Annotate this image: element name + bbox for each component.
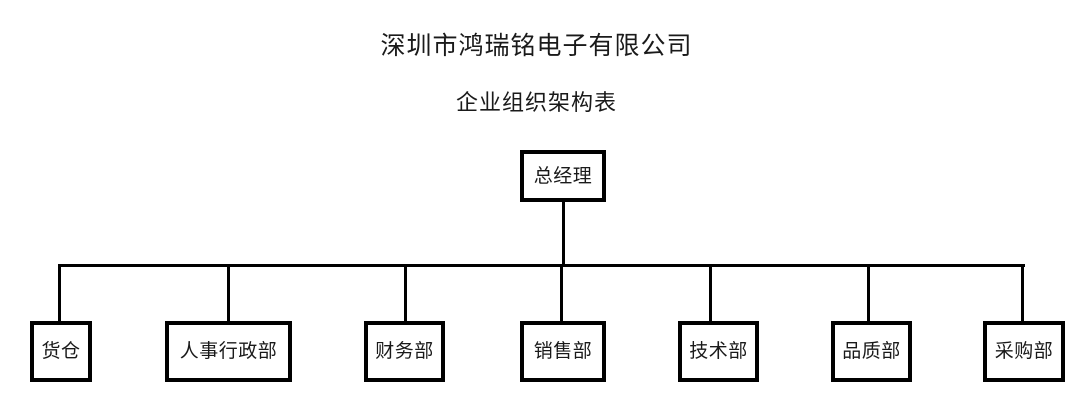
node-department-5[interactable]: 品质部 bbox=[831, 321, 912, 382]
dept-connector-4 bbox=[709, 264, 712, 321]
node-department-3-label: 销售部 bbox=[533, 340, 593, 362]
dept-connector-6 bbox=[1021, 264, 1024, 321]
node-department-2-label: 财务部 bbox=[375, 340, 434, 362]
node-department-4-label: 技术部 bbox=[689, 340, 748, 362]
page-title: 深圳市鸿瑞铭电子有限公司 bbox=[380, 31, 693, 60]
node-department-5-label: 品质部 bbox=[842, 340, 901, 362]
node-department-1-label: 人事行政部 bbox=[179, 340, 278, 362]
node-general-manager[interactable]: 总经理 bbox=[520, 150, 606, 202]
dept-connector-1 bbox=[227, 264, 230, 321]
dept-connector-2 bbox=[404, 264, 407, 321]
node-department-0[interactable]: 货仓 bbox=[30, 321, 92, 382]
node-department-4[interactable]: 技术部 bbox=[678, 321, 759, 382]
node-department-6-label: 采购部 bbox=[994, 340, 1054, 362]
node-department-0-label: 货仓 bbox=[41, 340, 81, 362]
node-department-3[interactable]: 销售部 bbox=[520, 321, 606, 382]
dept-connector-5 bbox=[867, 264, 870, 321]
node-department-1[interactable]: 人事行政部 bbox=[165, 321, 292, 382]
horizontal-bus bbox=[59, 264, 1025, 267]
node-department-2[interactable]: 财务部 bbox=[364, 321, 445, 382]
node-department-6[interactable]: 采购部 bbox=[983, 321, 1065, 382]
trunk-connector bbox=[562, 202, 565, 267]
dept-connector-3 bbox=[560, 264, 563, 321]
node-general-manager-label: 总经理 bbox=[533, 164, 593, 187]
dept-connector-0 bbox=[58, 264, 61, 321]
page-subtitle: 企业组织架构表 bbox=[455, 91, 617, 116]
